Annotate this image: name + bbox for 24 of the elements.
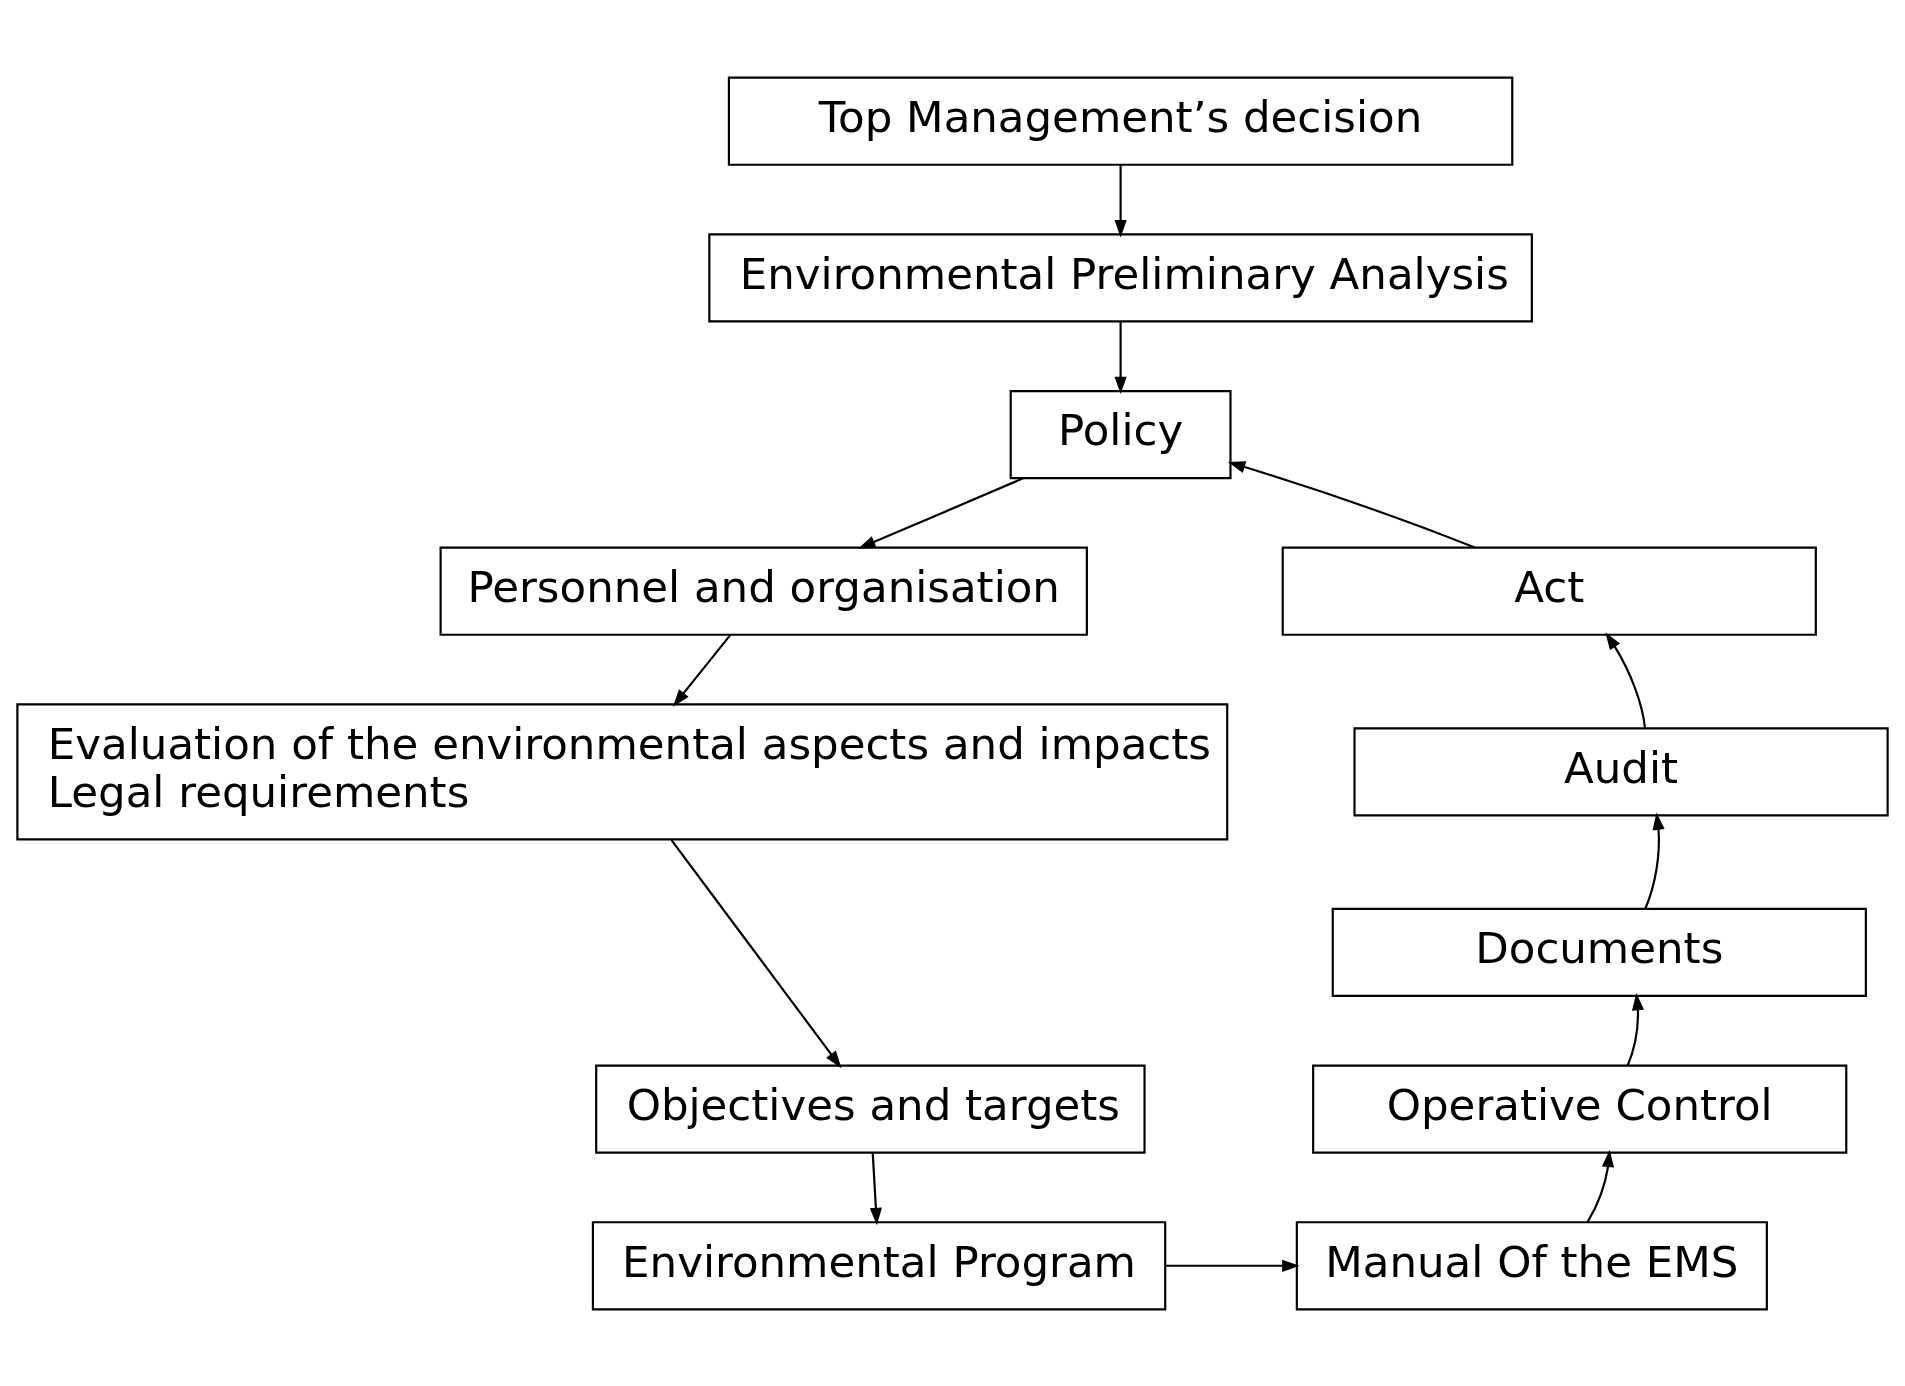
node-box: Act bbox=[1281, 546, 1817, 636]
arrow bbox=[858, 476, 1024, 549]
node-box: Documents bbox=[1331, 907, 1867, 997]
arrow bbox=[869, 1152, 882, 1225]
node-box: Environmental Preliminary Analysis bbox=[708, 232, 1533, 322]
arrow bbox=[1165, 1259, 1300, 1272]
node-box: Evaluation of the environmental aspects and impacts Legal requirements bbox=[16, 702, 1229, 840]
node-box: Objectives and targets bbox=[595, 1064, 1146, 1154]
node-box: Policy bbox=[1009, 389, 1232, 479]
node-box: Environmental Program bbox=[591, 1220, 1167, 1310]
arrow bbox=[1605, 631, 1647, 728]
arrow bbox=[1114, 164, 1127, 237]
arrow bbox=[1626, 992, 1645, 1066]
node-box: Manual Of the EMS bbox=[1295, 1220, 1768, 1310]
node-box: Top Management’s decision bbox=[727, 76, 1514, 166]
arrow bbox=[1644, 812, 1665, 909]
arrow bbox=[670, 838, 842, 1068]
arrow bbox=[1227, 460, 1476, 548]
arrow bbox=[672, 634, 732, 707]
node-box: Operative Control bbox=[1312, 1064, 1848, 1154]
arrow bbox=[1114, 321, 1127, 394]
node-box: Audit bbox=[1353, 726, 1889, 816]
arrow bbox=[1586, 1149, 1615, 1223]
node-box: Personnel and organisation bbox=[439, 546, 1088, 636]
